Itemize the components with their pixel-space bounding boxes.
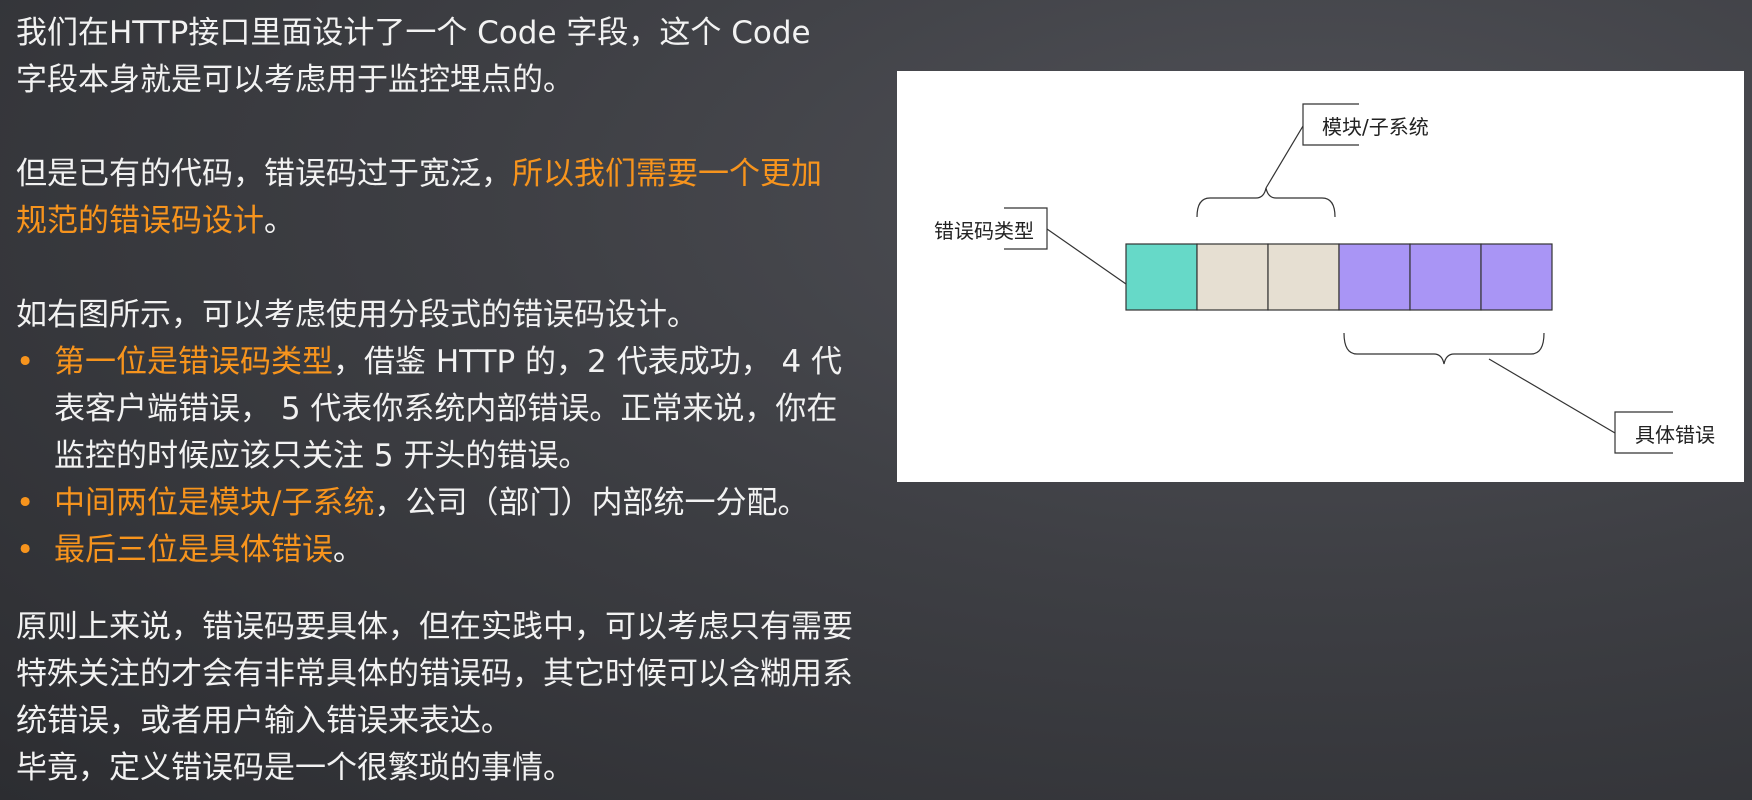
- bullet-item-module: • 中间两位是模块/子系统，公司（部门）内部统一分配。: [16, 480, 846, 527]
- cell-specific-3: [1480, 243, 1553, 311]
- cell-type: [1125, 243, 1198, 311]
- error-code-diagram: 错误码类型 模块/子系统 具体错误: [897, 71, 1744, 482]
- cell-module-2: [1267, 243, 1340, 311]
- bullet-dot-icon: •: [16, 344, 35, 380]
- specific-label-bracket: [1614, 411, 1673, 454]
- paragraph-problem-highlight: 所以我们需要一个更加规范的错误码设计: [16, 156, 822, 239]
- bullet-highlight: 第一位是错误码类型: [54, 344, 333, 380]
- bullet-text: 。: [333, 532, 364, 568]
- bullet-highlight: 中间两位是模块/子系统: [54, 485, 375, 521]
- paragraph-intro: 我们在HTTP接口里面设计了一个 Code 字段，这个 Code 字段本身就是可…: [16, 15, 811, 98]
- type-label-bracket: [1004, 207, 1048, 250]
- cell-module-1: [1196, 243, 1269, 311]
- bullet-dot-icon: •: [16, 485, 35, 521]
- cell-specific-1: [1338, 243, 1411, 311]
- paragraph-conclusion: 毕竟，定义错误码是一个很繁琐的事情。: [16, 750, 574, 786]
- specific-brace: [1343, 332, 1545, 365]
- diagram-canvas: [1004, 103, 1673, 454]
- bullet-text: ，公司（部门）内部统一分配。: [374, 485, 809, 521]
- cell-specific-2: [1409, 243, 1482, 311]
- bullet-dot-icon: •: [16, 532, 35, 568]
- bullet-item-type: • 第一位是错误码类型，借鉴 HTTP 的，2 代表成功， 4 代表客户端错误，…: [16, 339, 846, 480]
- label-error-type: 错误码类型: [934, 219, 1034, 243]
- module-leader-line: [1265, 125, 1304, 189]
- bullet-item-specific: • 最后三位是具体错误。: [16, 527, 846, 574]
- bullet-list: • 第一位是错误码类型，借鉴 HTTP 的，2 代表成功， 4 代表客户端错误，…: [16, 339, 846, 574]
- specific-leader-line: [1488, 358, 1616, 434]
- module-brace: [1196, 187, 1336, 218]
- bullet-highlight: 最后三位是具体错误: [54, 532, 333, 568]
- bullet-text: ，借鉴 HTTP 的，2 代表成功， 4 代表客户端错误， 5 代表你系统内部错…: [54, 344, 843, 474]
- label-specific-error: 具体错误: [1635, 423, 1715, 447]
- code-cells: [1125, 243, 1553, 311]
- type-leader-line: [1046, 228, 1127, 285]
- paragraph-problem-end: 。: [264, 203, 295, 239]
- paragraph-problem: 但是已有的代码，错误码过于宽泛，所以我们需要一个更加规范的错误码设计。: [16, 151, 836, 245]
- paragraph-design-intro: 如右图所示，可以考虑使用分段式的错误码设计。: [16, 297, 698, 333]
- paragraph-problem-text: 但是已有的代码，错误码过于宽泛，: [16, 156, 512, 192]
- module-label-bracket: [1302, 103, 1359, 146]
- text-column: 我们在HTTP接口里面设计了一个 Code 字段，这个 Code 字段本身就是可…: [16, 10, 876, 792]
- label-module: 模块/子系统: [1322, 115, 1429, 139]
- paragraph-principle: 原则上来说，错误码要具体，但在实践中，可以考虑只有需要特殊关注的才会有非常具体的…: [16, 609, 853, 739]
